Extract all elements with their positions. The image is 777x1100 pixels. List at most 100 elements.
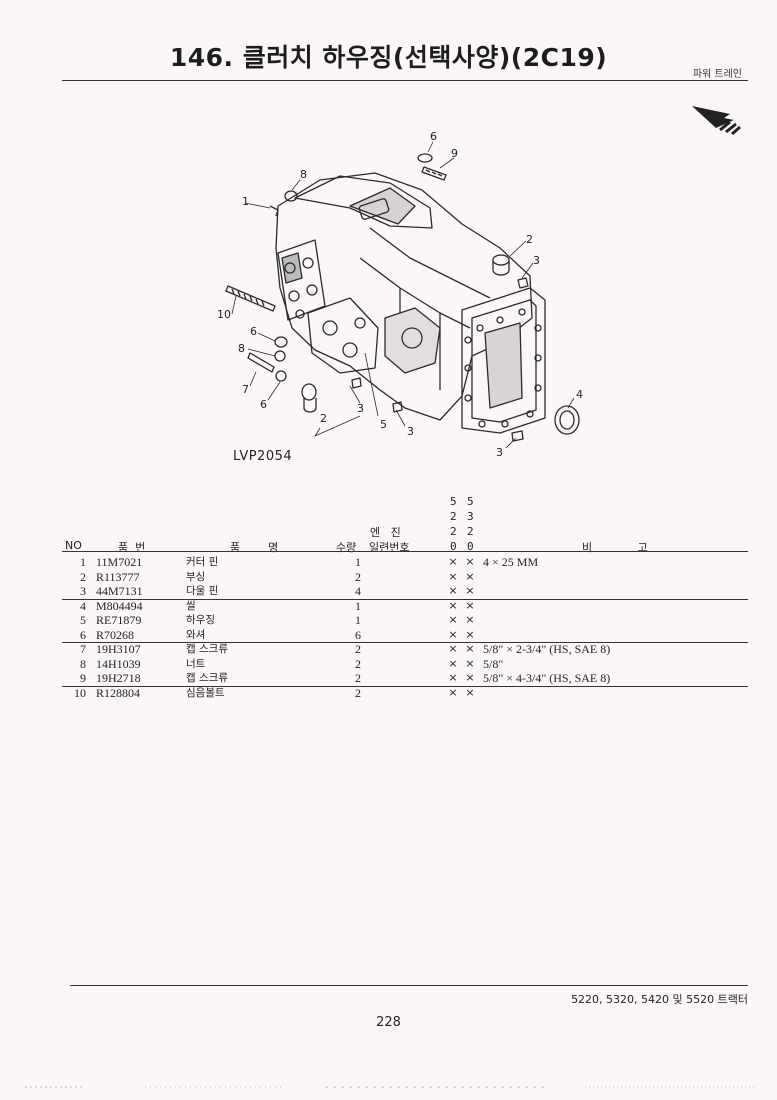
table-cell-no: 2 <box>80 569 86 584</box>
table-cell-name: 캡 스크류 <box>186 672 228 684</box>
column-header-qty: 수량 <box>336 541 357 554</box>
callout: 9 <box>451 147 458 160</box>
model-digit: 2 <box>467 525 474 538</box>
table-cell-qty: 1 <box>355 555 361 569</box>
scan-artifact <box>25 1086 755 1088</box>
table-cell-no: 1 <box>80 555 86 569</box>
table-cell-m1: × <box>448 555 458 568</box>
page-number: 228 <box>376 1015 401 1030</box>
table-cell-m2: × <box>465 656 475 670</box>
column-header-serial: 일련번호 <box>369 541 410 554</box>
callout: 6 <box>430 130 437 143</box>
section-label: 파워 트레인 <box>692 69 742 80</box>
table-cell-part: R113777 <box>96 569 140 584</box>
table-cell-part: R70268 <box>96 627 135 642</box>
table-cell-part: R128804 <box>96 685 141 700</box>
column-header-name: 품 명 <box>230 541 279 554</box>
group-divider <box>62 685 748 687</box>
table-cell-name: 부싱 <box>186 570 206 583</box>
table-cell-qty: 4 <box>355 584 361 598</box>
callout: 1 <box>242 195 249 208</box>
callout: 2 <box>320 412 327 425</box>
table-cell-name: 다울 핀 <box>186 585 219 597</box>
callout: 4 <box>576 388 583 401</box>
table-cell-m2: × <box>465 613 475 626</box>
table-cell-remark: 5/8" × 2-3/4" (HS, SAE 8) <box>483 642 611 656</box>
column-header-engine: 엔 진 <box>370 526 401 539</box>
table-cell-m1: × <box>448 642 458 655</box>
table-cell-m1: × <box>448 685 458 699</box>
table-cell-no: 5 <box>80 613 86 627</box>
model-digit: 2 <box>450 510 457 523</box>
table-cell-name: 와셔 <box>186 628 206 641</box>
callout: 3 <box>533 254 540 267</box>
table-cell-qty: 1 <box>355 613 361 627</box>
table-cell-m1: × <box>448 598 458 612</box>
table-cell-qty: 6 <box>355 627 361 642</box>
model-digit: 2 <box>450 525 457 538</box>
table-cell-m2: × <box>465 598 475 612</box>
rear-face <box>461 287 546 434</box>
seal-4 <box>554 405 580 435</box>
table-cell-m2: × <box>465 685 475 699</box>
table-cell-m1: × <box>448 656 458 670</box>
table-cell-no: 7 <box>80 642 86 656</box>
table-cell-qty: 2 <box>355 642 361 656</box>
table-cell-qty: 2 <box>355 685 361 700</box>
callout: 6 <box>250 325 257 338</box>
table-cell-m1: × <box>448 584 458 597</box>
callout: 5 <box>380 418 387 431</box>
table-cell-part: 19H2718 <box>96 671 141 685</box>
page-title: 146. 클러치 하우징(선택사양)(2C19) <box>169 43 608 72</box>
callout: 3 <box>407 425 414 438</box>
model-digit: 0 <box>450 540 457 553</box>
table-cell-part: 44M7131 <box>96 584 143 598</box>
table-cell-m1: × <box>448 671 458 684</box>
table-header-rule <box>62 551 748 552</box>
column-header-part-no: 품 번 <box>118 541 146 554</box>
table-cell-m2: × <box>465 671 475 684</box>
figure-code: LVP2054 <box>233 449 293 464</box>
table-cell-m2: × <box>465 627 475 641</box>
model-digit: 5 <box>450 495 457 508</box>
table-cell-name: 커터 핀 <box>186 556 219 568</box>
table-cell-part: 11M7021 <box>96 555 143 569</box>
table-cell-no: 9 <box>80 671 86 685</box>
table-cell-remark: 5/8" <box>483 656 504 671</box>
model-digit: 5 <box>467 495 474 508</box>
column-header-remarks: 비 고 <box>582 541 648 554</box>
column-header-no: NO <box>65 539 82 552</box>
callout: 2 <box>526 233 533 246</box>
dowel-pin <box>517 277 529 289</box>
table-cell-remark: 4 × 25 MM <box>483 555 539 569</box>
table-cell-name: 너트 <box>186 657 206 670</box>
table-cell-part: M804494 <box>96 598 143 613</box>
table-cell-qty: 1 <box>355 598 361 613</box>
callout: 3 <box>357 402 364 415</box>
table-cell-m1: × <box>448 569 458 583</box>
table-cell-m2: × <box>465 584 475 597</box>
group-divider <box>62 598 748 600</box>
section-arrow-icon <box>692 106 741 136</box>
footer-rule <box>70 985 748 986</box>
callout: 7 <box>242 383 249 396</box>
callout: 6 <box>260 398 267 411</box>
group-divider <box>62 642 748 643</box>
housing-body <box>275 172 533 421</box>
exploded-view-diagram: 6 9 8 1 2 3 10 6 8 7 6 2 3 5 3 4 3 <box>217 130 583 458</box>
table-cell-name: 심음볼트 <box>186 686 225 699</box>
table-cell-no: 6 <box>80 627 86 642</box>
table-cell-name: 하우징 <box>186 614 215 626</box>
callout: 10 <box>217 308 231 321</box>
callout: 8 <box>300 168 307 181</box>
table-cell-m2: × <box>465 555 475 568</box>
table-cell-qty: 2 <box>355 569 361 584</box>
applicable-models: 5220, 5320, 5420 및 5520 트랙터 <box>571 993 748 1006</box>
table-cell-no: 10 <box>74 685 86 700</box>
table-cell-m1: × <box>448 627 458 641</box>
callout: 3 <box>496 446 503 458</box>
stud-bolt-10 <box>225 285 276 312</box>
model-digit: 3 <box>467 510 474 523</box>
bushing-2 <box>492 254 510 276</box>
table-cell-part: 14H1039 <box>96 656 141 671</box>
